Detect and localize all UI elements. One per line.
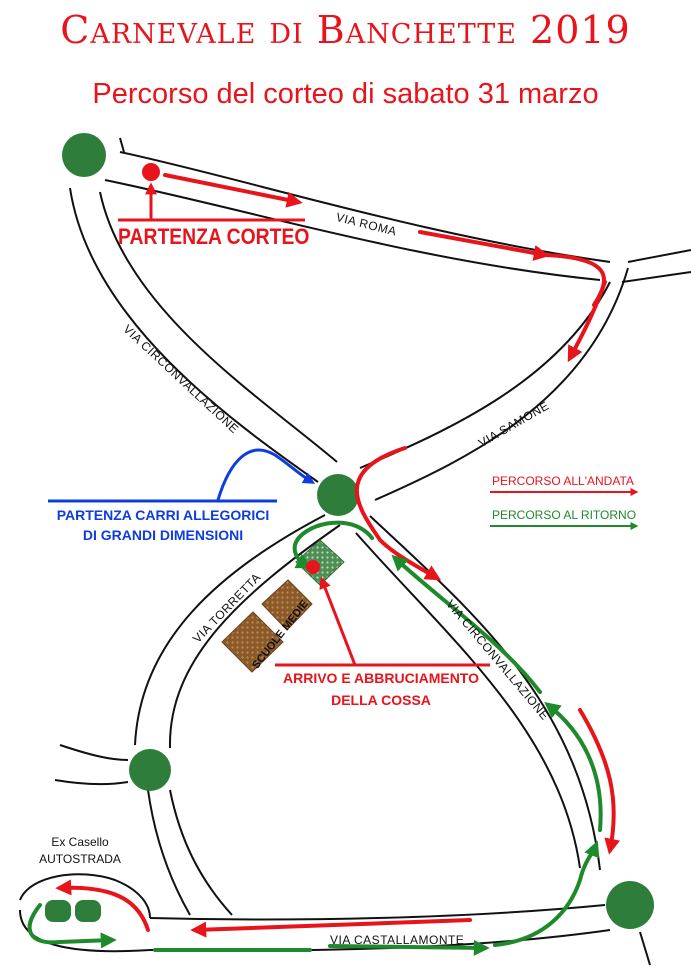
legend-ritorno-label: PERCORSO AL RITORNO [492,508,637,522]
legend-andata-label: PERCORSO ALL'ANDATA [492,474,634,488]
arrivo-label-line1: ARRIVO E ABBRUCIAMENTO [282,670,479,686]
andata-segment [163,173,303,208]
street-label-via-castallamonte: VIA CASTALLAMONTE [330,933,465,947]
andata-segment [354,446,442,581]
partenza-carri-label-line2: DI GRANDI DIMENSIONI [82,527,244,543]
south-west-road [147,789,191,916]
se-stub-road [639,931,651,966]
ritorno-segment [292,520,374,569]
ex-casello-label-line1: Ex Casello [51,835,109,849]
page-subtitle: Percorso del corteo di sabato 31 marzo [92,78,599,110]
via-circonvallazione-se-road [355,532,581,869]
andata-segment [418,230,550,261]
andata-segment [190,918,472,938]
partenza-corteo-dot [142,163,160,181]
roundabouts [45,133,654,929]
roundabout-west [129,749,171,791]
ritorno-segment [391,554,542,694]
partenza-carri-pointer [216,448,316,501]
arrivo-area [295,539,345,586]
roundabout-center [317,474,359,516]
via-samone-road [374,267,629,501]
casello-island [45,900,71,922]
andata-segment [567,280,607,363]
west-road [54,779,129,786]
scuole-medie-buildings [221,539,345,673]
ritorno-segment [493,840,600,947]
via-torretta-road [134,514,326,746]
ritorno-segment [328,939,490,956]
roundabout-nw [62,133,106,177]
arrivo-pointer [319,576,357,666]
school-building [221,611,284,673]
casello-loop-road [19,873,151,919]
via-roma-road [104,179,601,281]
school-building [261,579,313,631]
via-castallamonte-road [149,904,606,921]
page-title: Carnevale di Banchette 2019 [60,8,631,52]
via-roma-east [621,271,691,283]
via-roma-stub [119,137,125,153]
ritorno-segment [27,903,117,949]
andata-segment [578,708,621,855]
partenza-corteo-label: PARTENZA CORTEO [118,224,310,249]
pointers [48,163,490,667]
via-torretta-road [168,524,341,749]
ex-casello-label-line2: AUTOSTRADA [39,852,121,866]
legend-lines [490,488,639,530]
route-andata [55,173,621,938]
roundabout-se [606,881,654,929]
via-circonvallazione-nw-road [99,191,338,463]
casello-loop-road [19,909,151,953]
south-west-road [169,789,233,916]
via-circonvallazione-nw-road [69,187,319,483]
west-road [59,744,129,761]
partenza-carri-label-line1: PARTENZA CARRI ALLEGORICI [56,507,270,523]
arrivo-label-line2: DELLA COSSA [331,692,431,708]
route-ritorno [27,520,603,956]
casello-island [75,900,101,922]
arrivo-dot [306,560,320,574]
via-roma-east [627,249,691,263]
ritorno-segment [544,702,603,832]
andata-segment [55,879,150,932]
